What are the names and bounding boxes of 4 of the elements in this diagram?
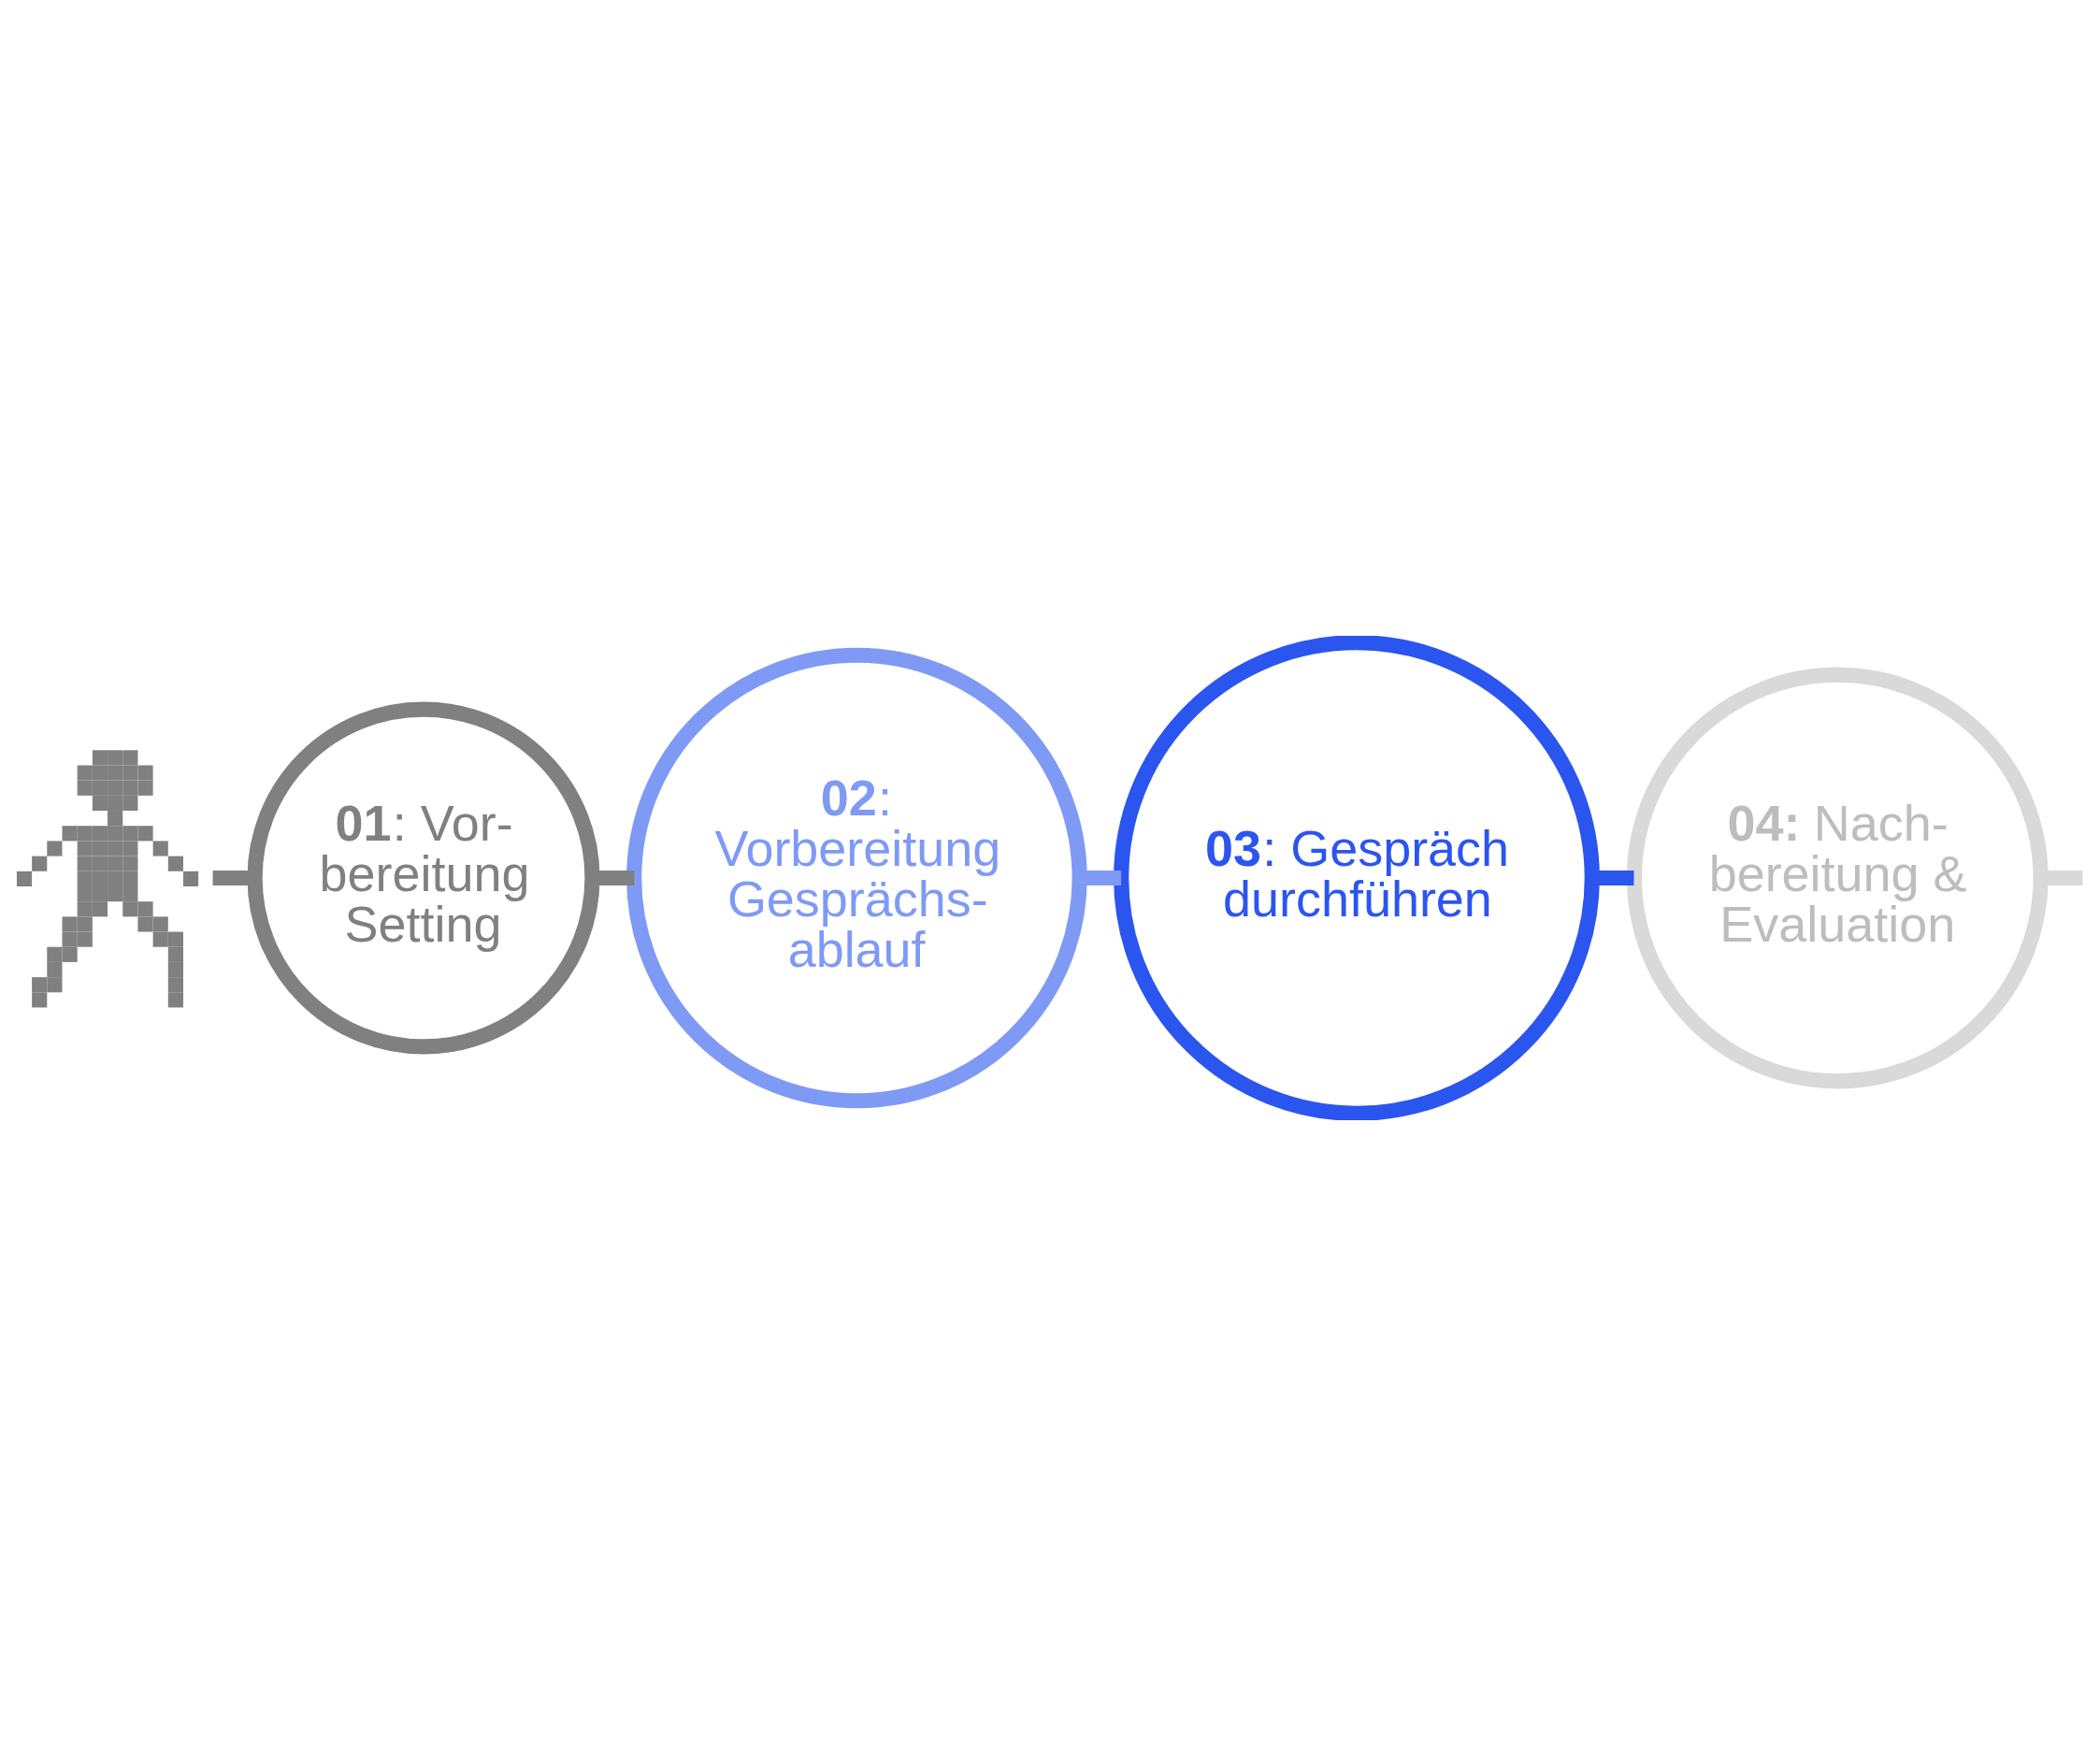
- node-circle: 02: Vorbereitung Gesprächs- ablauf: [626, 647, 1087, 1109]
- node-circle: 04: Nach- bereitung & Evaluation: [1626, 667, 2049, 1089]
- node-circle: 03: Gespräch durchführen: [1114, 636, 1600, 1120]
- node-circle: 01: Vor- bereitung Setting: [247, 701, 600, 1055]
